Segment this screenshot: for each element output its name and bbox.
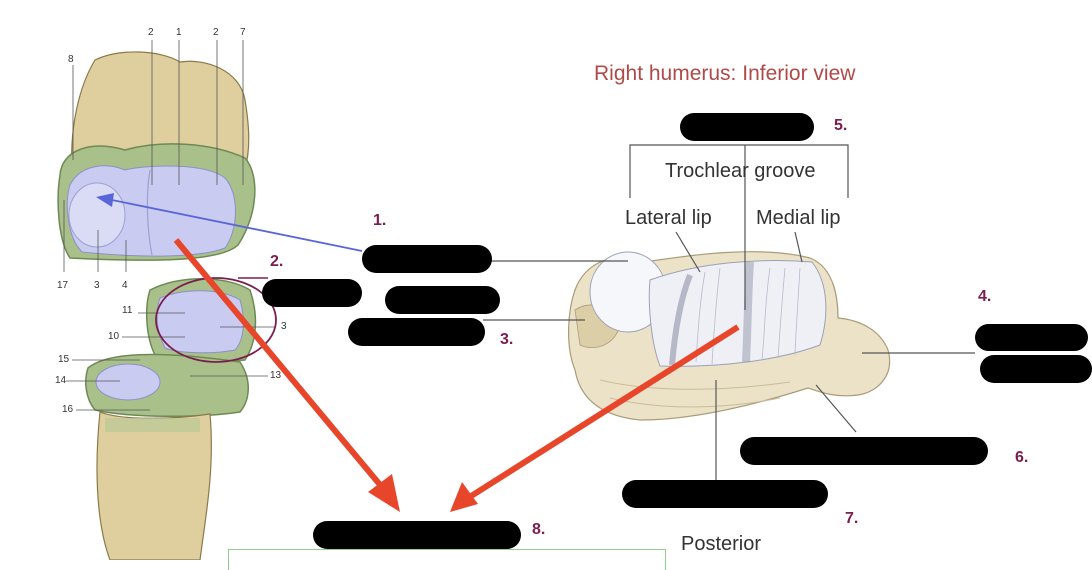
highlight-circle bbox=[155, 277, 277, 363]
label-lateral-lip: Lateral lip bbox=[625, 207, 712, 229]
answer-blank-4a[interactable] bbox=[975, 324, 1088, 351]
label-posterior: Posterior bbox=[681, 533, 762, 555]
diagram-title: Right humerus: Inferior view bbox=[594, 62, 856, 85]
answer-blank-8[interactable] bbox=[313, 521, 521, 549]
atlas-number: 11 bbox=[122, 305, 133, 316]
atlas-ulna bbox=[85, 278, 257, 561]
atlas-number: 17 bbox=[57, 280, 69, 291]
label-medial-lip: Medial lip bbox=[756, 207, 841, 229]
answer-blank-3[interactable] bbox=[348, 318, 485, 346]
answer-number-4: 4. bbox=[978, 288, 992, 305]
label-trochlear-groove: Trochlear groove bbox=[665, 160, 816, 182]
atlas-number: 3 bbox=[94, 280, 100, 291]
answer-blank-4b[interactable] bbox=[980, 355, 1092, 383]
atlas-number: 10 bbox=[108, 331, 120, 342]
atlas-number: 16 bbox=[62, 404, 74, 415]
answer-number-1: 1. bbox=[373, 212, 387, 229]
answer-number-6: 6. bbox=[1015, 449, 1029, 466]
trochlear-bracket bbox=[629, 144, 849, 310]
answer-number-2: 2. bbox=[270, 253, 284, 270]
red-arrow-left bbox=[173, 238, 400, 512]
answer-blank-6[interactable] bbox=[740, 437, 988, 465]
atlas-leader-lines bbox=[63, 40, 276, 411]
answer-blank-5[interactable] bbox=[680, 113, 814, 141]
atlas-number: 1 bbox=[176, 27, 182, 38]
answer-blank-2a[interactable] bbox=[262, 279, 362, 307]
atlas-number: 4 bbox=[122, 280, 128, 291]
answer-number-8: 8. bbox=[532, 521, 546, 538]
atlas-number: 2 bbox=[148, 27, 154, 38]
answer-blank-1[interactable] bbox=[362, 245, 492, 273]
atlas-number: 8 bbox=[68, 54, 74, 65]
atlas-number: 2 bbox=[213, 27, 219, 38]
answer-blank-2b[interactable] bbox=[385, 286, 500, 314]
answer-blank-7[interactable] bbox=[622, 480, 828, 508]
answer-leader-lines bbox=[483, 260, 975, 484]
answer-number-5: 5. bbox=[834, 117, 848, 134]
atlas-number: 15 bbox=[58, 354, 70, 365]
blue-arrow bbox=[96, 193, 363, 252]
atlas-number: 3 bbox=[281, 321, 287, 332]
answer-number-3: 3. bbox=[500, 331, 514, 348]
answer-number-7: 7. bbox=[845, 510, 859, 527]
atlas-number: 7 bbox=[240, 27, 246, 38]
atlas-humerus bbox=[57, 51, 256, 261]
atlas-number: 13 bbox=[270, 370, 282, 381]
red-arrow-right bbox=[450, 324, 740, 512]
atlas-number: 14 bbox=[55, 375, 67, 386]
